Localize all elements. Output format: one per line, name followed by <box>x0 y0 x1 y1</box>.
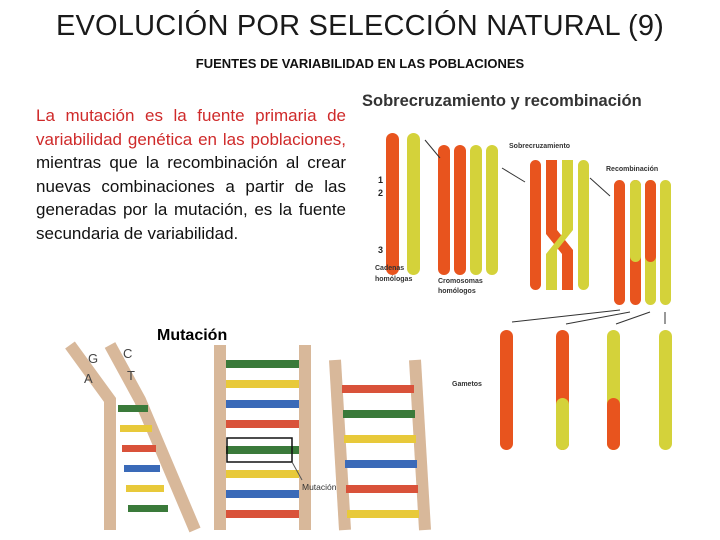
chromatid-orange-2 <box>454 145 466 275</box>
base-pair <box>126 485 164 492</box>
chromosome-orange <box>386 133 399 275</box>
chromosome-yellow <box>407 133 420 275</box>
label-sobrecruzamiento: Sobrecruzamiento <box>509 143 570 150</box>
chromatid-yellow-3 <box>578 160 589 290</box>
base-letter-a: A <box>84 371 93 386</box>
base-pair <box>344 435 416 443</box>
label-homologas: homólogas <box>375 276 412 283</box>
chromosome-pair-stage1 <box>386 133 420 275</box>
base-pair <box>226 400 299 408</box>
base-pair <box>122 445 156 452</box>
label-recombinacion: Recombinación <box>606 166 658 173</box>
base-pair-mutated <box>226 446 299 454</box>
base-pair <box>347 510 419 518</box>
chromosome-set-stage2 <box>438 145 498 275</box>
number-1: 1 <box>378 175 383 185</box>
base-pair <box>120 425 152 432</box>
chromatid-recomb-2-top <box>630 180 641 262</box>
base-pair <box>226 380 299 388</box>
base-letter-c: C <box>123 346 132 361</box>
mutation-figure: G C A T Mutación <box>70 345 425 530</box>
chromatid-recomb-1 <box>614 180 625 305</box>
label-mutacion: Mutación <box>302 482 337 492</box>
base-pair <box>226 470 299 478</box>
gamete-4 <box>659 330 672 450</box>
base-pair <box>343 410 415 418</box>
label-cromosomas: Cromosomas <box>438 278 483 285</box>
dna-left-backbone-2 <box>110 345 195 530</box>
base-pair <box>124 465 160 472</box>
gamete-1 <box>500 330 513 450</box>
dna-right-backbone-2 <box>415 360 425 530</box>
label-homologos: homólogos <box>438 288 476 295</box>
base-pair <box>128 505 168 512</box>
base-pair <box>118 405 148 412</box>
gamete-3-bottom <box>607 398 620 450</box>
recombination-stage <box>614 180 671 305</box>
base-pair <box>226 510 299 518</box>
base-letter-g: G <box>88 351 98 366</box>
dna-right <box>335 360 425 530</box>
base-pair <box>226 420 299 428</box>
label-cadenas: Cadenas <box>375 265 404 272</box>
chromatid-orange-3 <box>530 160 541 290</box>
arrow-1 <box>425 140 440 158</box>
chromatid-orange-1 <box>438 145 450 275</box>
base-pair <box>345 460 417 468</box>
label-gametos: Gametos <box>452 381 482 388</box>
number-2: 2 <box>378 188 383 198</box>
arrow-gamete-1 <box>512 310 620 322</box>
base-pair <box>342 385 414 393</box>
arrow-3 <box>590 178 610 196</box>
chromatid-yellow-1 <box>470 145 482 275</box>
base-pair <box>226 490 299 498</box>
dna-middle <box>220 345 305 530</box>
base-pair <box>226 360 299 368</box>
chromatid-yellow-2 <box>486 145 498 275</box>
base-letter-t: T <box>127 368 135 383</box>
gamete-2-bottom <box>556 398 569 450</box>
base-pair <box>346 485 418 493</box>
chromatid-recomb-3-top <box>645 180 656 262</box>
arrow-2 <box>502 168 525 182</box>
crossing-over-stage <box>530 160 589 290</box>
number-3: 3 <box>378 245 383 255</box>
chromatid-recomb-4 <box>660 180 671 305</box>
gametes-stage <box>500 330 672 450</box>
